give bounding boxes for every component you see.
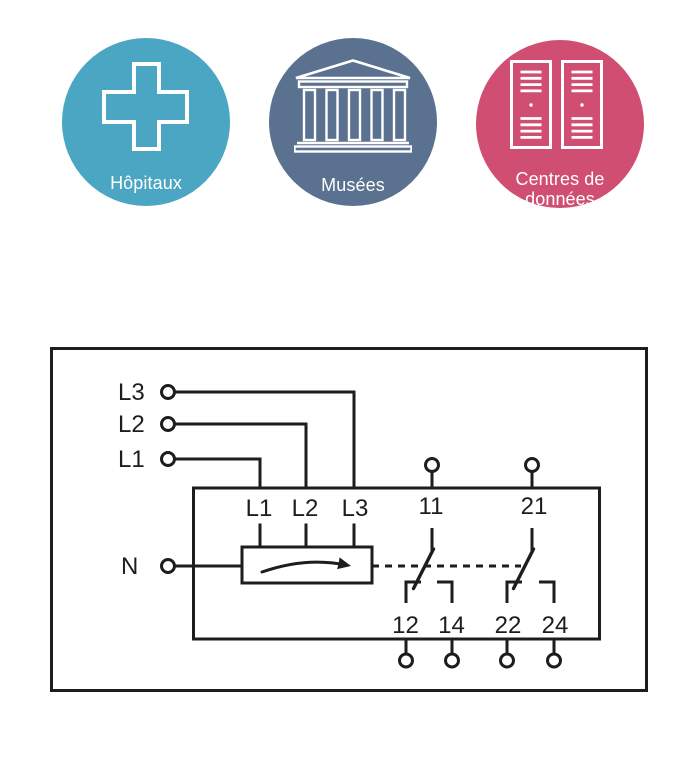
terminal-circle-12 <box>398 652 414 669</box>
label-contact-11: 11 <box>419 493 444 520</box>
label-device-l2: L2 <box>292 495 319 522</box>
wire-l3 <box>174 390 356 487</box>
industry-label-line1: Centres de <box>515 169 605 189</box>
diagram-outer-border <box>50 347 648 692</box>
relay-device-box <box>192 486 601 641</box>
wire-l2 <box>174 422 308 487</box>
terminal-circle-24 <box>546 652 562 669</box>
terminal-circle-n <box>160 558 176 574</box>
contact-nc-22 <box>505 580 522 603</box>
terminal-circle-21 <box>524 457 540 473</box>
label-device-l1: L1 <box>246 495 273 522</box>
label-contact-22: 22 <box>495 612 522 639</box>
contact-no-24 <box>539 580 556 603</box>
industry-circle-museums: Musées <box>269 38 437 206</box>
label-l2: L2 <box>118 411 145 438</box>
contact-no-14 <box>437 580 454 603</box>
industry-label-datacenters: Centres de données <box>476 169 644 209</box>
medical-cross-icon <box>102 62 189 151</box>
terminal-circle-l2 <box>160 416 176 432</box>
server-racks-icon <box>510 60 603 149</box>
measuring-relay-box <box>240 545 374 585</box>
label-l1: L1 <box>118 446 145 473</box>
terminal-circle-11 <box>424 457 440 473</box>
industry-label-hospitals: Hôpitaux <box>110 173 182 193</box>
terminal-circle-l3 <box>160 384 176 400</box>
label-contact-14: 14 <box>438 612 465 639</box>
terminal-circle-14 <box>444 652 460 669</box>
label-contact-24: 24 <box>542 612 569 639</box>
label-n: N <box>121 553 138 580</box>
industry-circle-hospitals: Hôpitaux <box>62 38 230 206</box>
contact-nc-12 <box>404 580 421 603</box>
terminal-circle-22 <box>499 652 515 669</box>
wire-l1 <box>174 457 262 487</box>
industry-circle-datacenters: Centres de données <box>476 40 644 208</box>
museum-icon <box>294 59 412 153</box>
label-contact-21: 21 <box>521 493 548 520</box>
label-device-l3: L3 <box>342 495 369 522</box>
industry-label-museums: Musées <box>321 175 385 195</box>
label-contact-12: 12 <box>392 612 419 639</box>
terminal-circle-l1 <box>160 451 176 467</box>
relay-arrow-icon <box>260 557 351 574</box>
label-l3: L3 <box>118 379 145 406</box>
industry-label-line2: données <box>525 188 595 209</box>
